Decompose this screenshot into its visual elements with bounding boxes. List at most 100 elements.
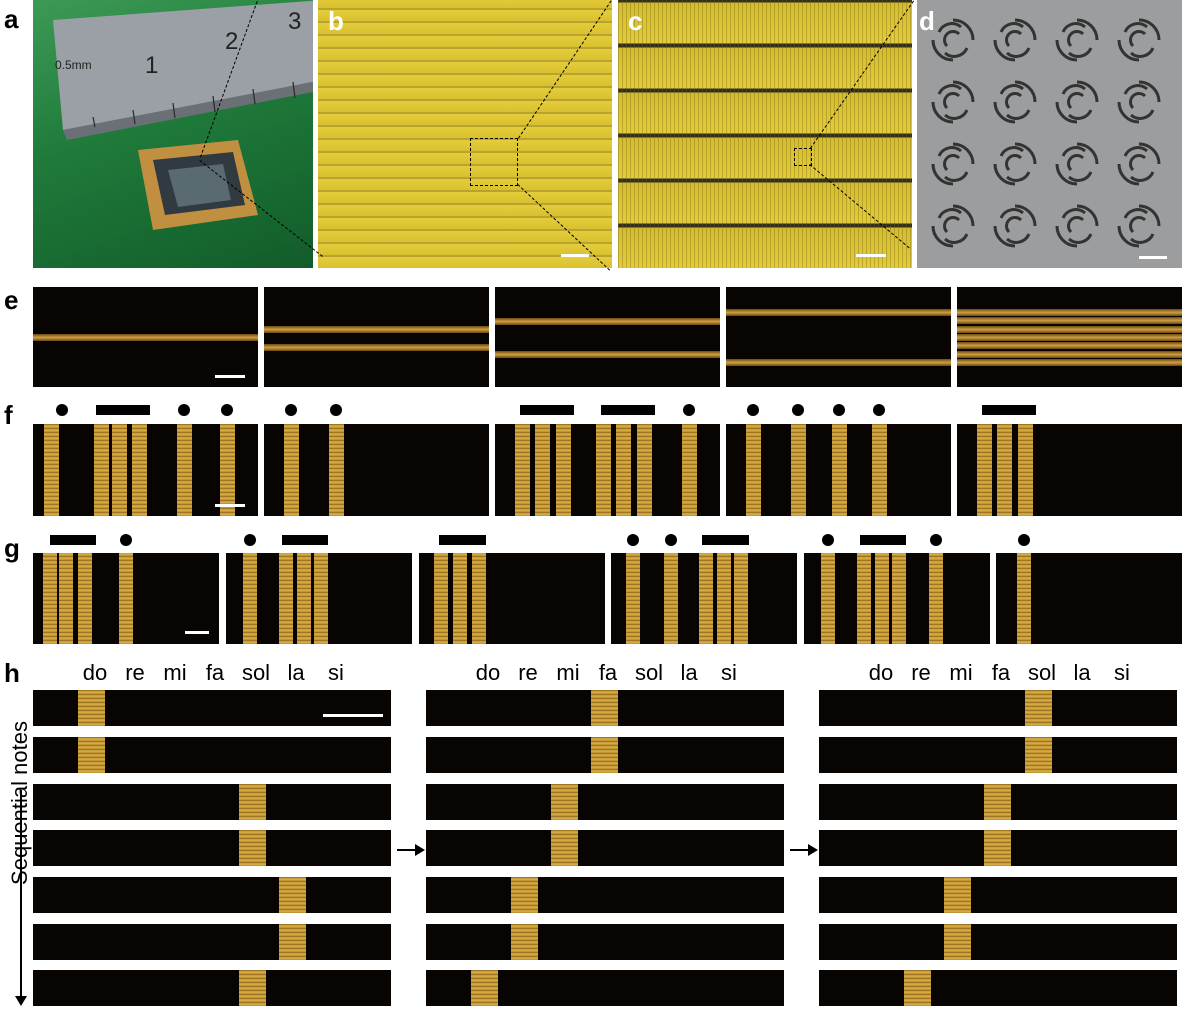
- horizontal-line: [957, 359, 1182, 366]
- dot-marker: [177, 404, 190, 416]
- note-band: [984, 830, 1011, 866]
- note-header: si: [328, 660, 344, 685]
- panel-f-image: [495, 424, 720, 516]
- note-strip: [819, 690, 1177, 726]
- ruler-mark-2: 2: [225, 28, 239, 55]
- vertical-stripe: [59, 553, 74, 644]
- dash-marker: [49, 535, 97, 545]
- note-header: sol: [1027, 660, 1057, 685]
- dot-marker: [244, 534, 257, 546]
- note-header: mi: [556, 660, 580, 685]
- horizontal-line: [957, 334, 1182, 341]
- spiral-element: [1117, 142, 1161, 186]
- scale-bar-c: [856, 254, 886, 257]
- note-header: la: [287, 660, 305, 685]
- panel-e-image: [726, 287, 951, 387]
- note-strip: [426, 690, 784, 726]
- scale-bar-e: [215, 375, 245, 378]
- note-strip: [33, 830, 391, 866]
- sequence-arrowhead-1: [415, 844, 425, 856]
- note-band: [511, 877, 538, 913]
- vertical-stripe: [663, 553, 678, 644]
- spiral-array: [931, 18, 1161, 248]
- vertical-stripe: [821, 553, 836, 644]
- horizontal-line: [495, 318, 720, 325]
- ruler-mark-3: 3: [288, 8, 302, 35]
- dash-marker: [859, 535, 907, 545]
- note-header: do: [82, 660, 108, 685]
- spiral-element: [1117, 204, 1161, 248]
- note-header: do: [475, 660, 501, 685]
- note-band: [944, 924, 971, 960]
- note-band: [944, 877, 971, 913]
- scale-bar-b: [561, 254, 589, 257]
- panel-b-microscope: b: [318, 0, 612, 268]
- horizontal-line: [33, 334, 258, 341]
- ruler-scale-text: 0.5mm: [55, 58, 92, 72]
- note-strip: [426, 784, 784, 820]
- note-band: [904, 970, 931, 1006]
- panel-c-microscope: c: [618, 0, 912, 268]
- panel-b-label: b: [328, 6, 344, 36]
- sequence-arrow-1: [397, 849, 417, 851]
- note-band: [239, 830, 266, 866]
- panel-e-label: e: [4, 285, 19, 315]
- vertical-stripe: [717, 553, 732, 644]
- sequential-notes-label: Sequential notes: [7, 721, 32, 885]
- panel-g-image: [611, 553, 797, 644]
- note-header: fa: [991, 660, 1011, 685]
- note-strip: [819, 970, 1177, 1006]
- vertical-stripe: [1016, 553, 1031, 644]
- note-band: [511, 924, 538, 960]
- sequence-arrowhead-2: [808, 844, 818, 856]
- vertical-stripe: [44, 424, 59, 516]
- dash-marker: [981, 405, 1036, 415]
- panel-f-image: [33, 424, 258, 516]
- spiral-element: [931, 204, 975, 248]
- note-band: [78, 737, 105, 773]
- spiral-element: [1117, 18, 1161, 62]
- spiral-element: [1117, 80, 1161, 124]
- note-strip: [819, 830, 1177, 866]
- panel-f-image: [957, 424, 1182, 516]
- note-band: [279, 877, 306, 913]
- note-band: [591, 737, 618, 773]
- dot-marker: [873, 404, 885, 416]
- note-header: mi: [163, 660, 187, 685]
- panel-e-image: [264, 287, 489, 387]
- vertical-stripe: [734, 553, 749, 644]
- sequential-notes-axis: Sequential notes: [4, 690, 32, 1010]
- note-strip: [819, 924, 1177, 960]
- panel-f-label: f: [4, 400, 13, 430]
- panel-g-image: [996, 553, 1182, 644]
- panel-a-photo: a 1 2 3 0.5mm: [33, 0, 313, 268]
- vertical-stripe: [535, 424, 551, 516]
- note-header: mi: [949, 660, 973, 685]
- note-band: [1025, 737, 1052, 773]
- dash-marker: [281, 535, 329, 545]
- note-header: re: [125, 660, 145, 685]
- note-header: si: [1114, 660, 1130, 685]
- vertical-stripe: [93, 424, 109, 516]
- note-header: fa: [205, 660, 225, 685]
- ruler-mark-1: 1: [145, 52, 159, 79]
- note-band: [984, 784, 1011, 820]
- scale-bar-d: [1139, 256, 1167, 259]
- vertical-stripe: [176, 424, 192, 516]
- dot-marker: [792, 404, 804, 416]
- vertical-stripe: [284, 424, 299, 516]
- vertical-stripe: [131, 424, 147, 516]
- note-strip: [33, 970, 391, 1006]
- note-header: sol: [241, 660, 271, 685]
- spiral-element: [993, 142, 1037, 186]
- horizontal-line: [264, 326, 489, 333]
- vertical-stripe: [42, 553, 57, 644]
- note-strip: [819, 784, 1177, 820]
- note-header: re: [518, 660, 538, 685]
- dot-marker: [747, 404, 759, 416]
- dot-marker: [285, 404, 297, 416]
- vertical-stripe: [997, 424, 1013, 516]
- panel-e-image: [33, 287, 258, 387]
- panel-a-label-outer: a: [4, 4, 19, 34]
- scale-bar-f: [215, 504, 245, 507]
